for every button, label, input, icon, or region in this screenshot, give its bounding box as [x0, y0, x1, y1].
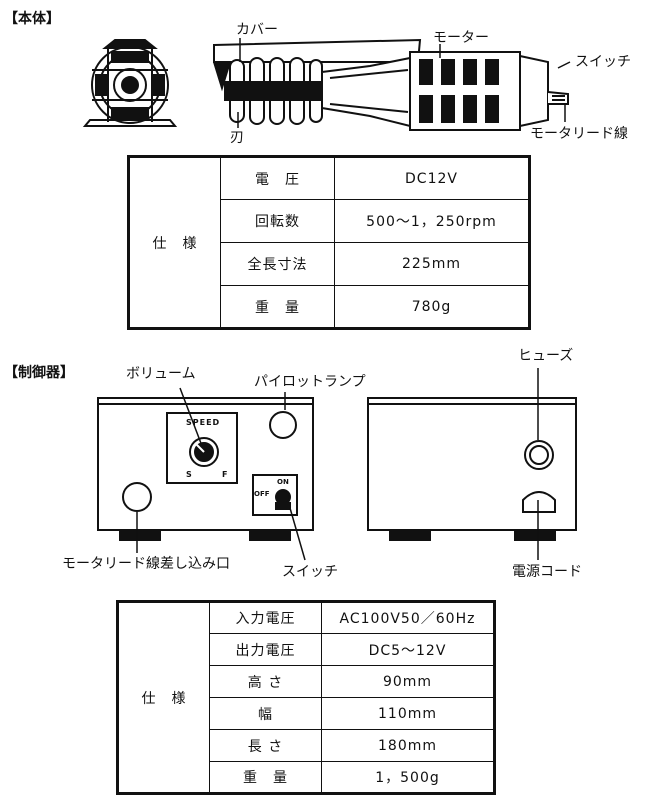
callout-power-cord: 電源コード: [512, 564, 582, 580]
spec-label: 重 量: [209, 761, 322, 794]
spec-label: 高 さ: [209, 665, 322, 698]
spec-value: 90mm: [321, 665, 495, 698]
spec-label: 全長寸法: [220, 242, 335, 286]
spec-value: 180mm: [321, 729, 495, 762]
spec-label: 重 量: [220, 285, 335, 329]
callout-fuse: ヒューズ: [518, 348, 574, 364]
main-unit-spec-table: 仕 様 電 圧 DC12V 回転数 500～1，250rpm 全長寸法 225m…: [127, 155, 531, 330]
controller-back-illustration: [367, 397, 577, 541]
controller-section-title: 【制御器】: [4, 365, 74, 381]
spec-value: 110mm: [321, 697, 495, 730]
spec-value: 500～1，250rpm: [334, 199, 530, 243]
spec-label: 入力電圧: [209, 601, 322, 634]
spec-label: 電 圧: [220, 156, 335, 200]
front-view-illustration: [82, 39, 178, 127]
panel-speed-label: SPEED: [186, 418, 221, 427]
callout-volume: ボリューム: [126, 366, 196, 382]
callout-cover: カバー: [236, 22, 278, 38]
callout-controller-switch: スイッチ: [282, 564, 338, 580]
spec-label: 幅: [209, 697, 322, 730]
side-view-illustration: [213, 38, 569, 131]
callout-lead-wire: モータリード線: [530, 126, 628, 142]
spec-value: 225mm: [334, 242, 530, 286]
callout-lines-main: [237, 38, 571, 128]
spec-value: 780g: [334, 285, 530, 329]
callout-pilot-lamp: パイロットランプ: [254, 374, 366, 390]
spec-label: 長 さ: [209, 729, 322, 762]
spec-header: 仕 様: [117, 601, 210, 794]
controller-front-illustration: [97, 397, 314, 541]
spec-value: AC100V50／60Hz: [321, 601, 495, 634]
spec-value: 1，500g: [321, 761, 495, 794]
panel-on-label: ON: [277, 478, 289, 486]
panel-slow-label: S: [186, 470, 192, 479]
callout-lines-controller: [136, 368, 539, 561]
panel-fast-label: F: [222, 470, 228, 479]
spec-label: 回転数: [220, 199, 335, 243]
callout-motor: モーター: [433, 30, 489, 46]
controller-spec-table: 仕 様 入力電圧 AC100V50／60Hz 出力電圧 DC5～12V 高 さ …: [116, 600, 496, 795]
callout-lead-socket: モータリード線差し込み口: [62, 556, 230, 572]
callout-switch: スイッチ: [575, 54, 631, 70]
callout-blade: 刃: [230, 130, 244, 146]
spec-value: DC12V: [334, 156, 530, 200]
main-unit-section-title: 【本体】: [4, 11, 60, 27]
spec-value: DC5～12V: [321, 633, 495, 666]
spec-header: 仕 様: [128, 156, 221, 329]
panel-off-label: OFF: [254, 490, 270, 498]
spec-label: 出力電圧: [209, 633, 322, 666]
